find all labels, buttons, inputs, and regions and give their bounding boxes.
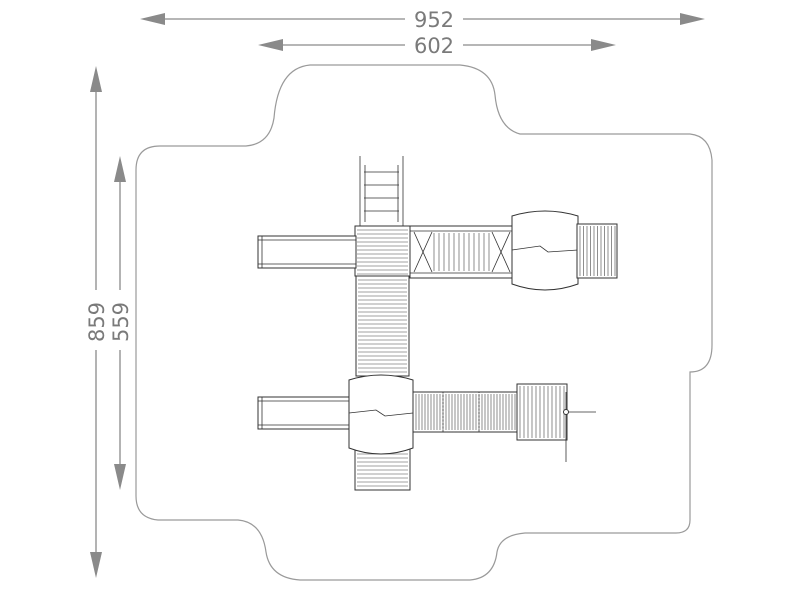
lower-roof: [348, 374, 414, 455]
dimension-total-depth: 859: [85, 66, 109, 578]
upper-roof: [511, 210, 579, 291]
lower-slide: [257, 396, 357, 430]
dimension-total-width: 952: [140, 8, 705, 32]
safety-zone-outline: [135, 64, 713, 581]
dimension-label-total-width: 952: [414, 8, 454, 32]
upper-tower-deck: [354, 225, 411, 277]
dimension-label-equipment-depth: 559: [109, 302, 133, 342]
dimension-label-total-depth: 859: [85, 302, 109, 342]
upper-bridge: [409, 225, 516, 279]
upper-end-deck: [576, 223, 618, 279]
main-platform-column: [354, 156, 411, 491]
crawl-tunnel: [412, 391, 518, 433]
dimension-label-equipment-width: 602: [414, 34, 454, 58]
climbing-ladder: [359, 156, 404, 228]
central-walkway: [355, 275, 410, 377]
dimension-equipment-depth: 559: [109, 156, 133, 490]
dimension-equipment-width: 602: [258, 34, 616, 58]
lower-end-deck: [516, 383, 596, 462]
upper-slide: [257, 235, 357, 269]
